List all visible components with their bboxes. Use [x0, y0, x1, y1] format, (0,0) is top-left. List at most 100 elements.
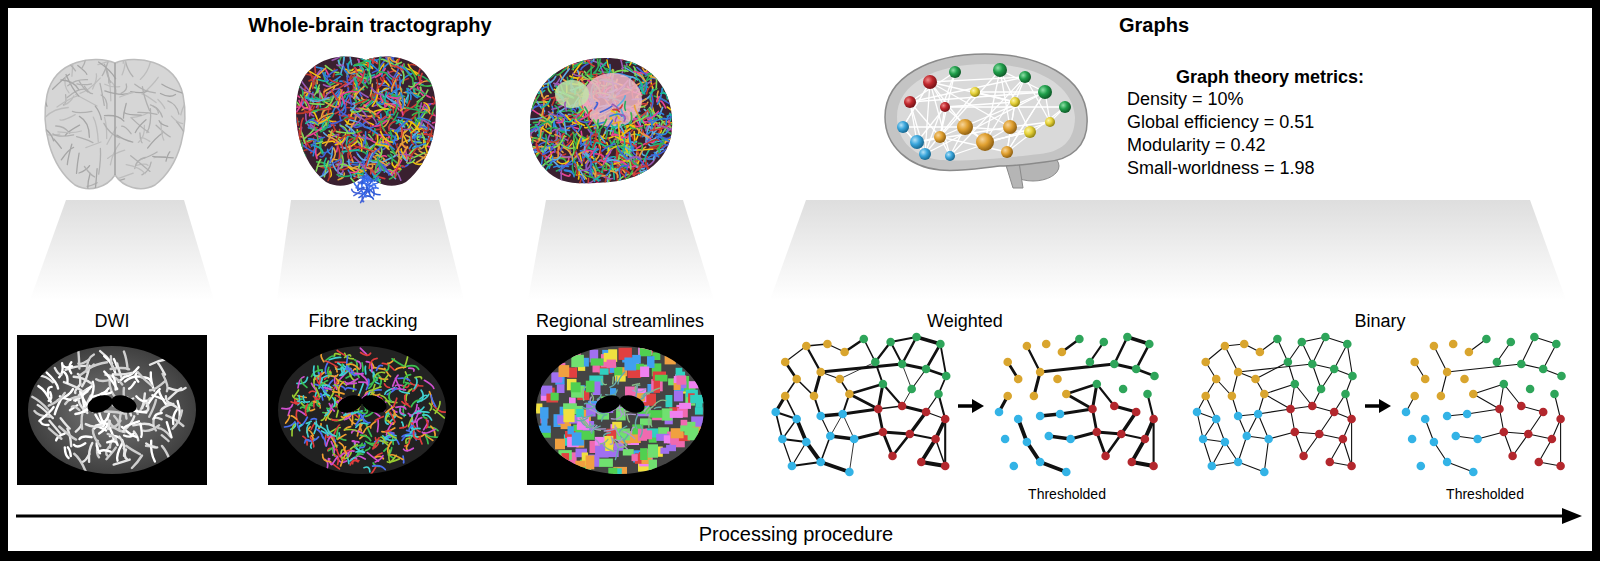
streamline: [571, 56, 574, 70]
streamline: [542, 101, 544, 116]
streamline: [540, 121, 549, 125]
white-matter-strand: [61, 418, 70, 428]
white-matter-strand: [40, 421, 48, 425]
streamline: [536, 141, 538, 151]
streamline: [608, 150, 612, 157]
streamline: [348, 88, 352, 105]
streamline: [371, 190, 380, 195]
streamline: [661, 93, 668, 99]
streamline: [543, 147, 555, 155]
streamline: [611, 171, 618, 178]
streamline: [655, 76, 657, 89]
white-matter-strand: [113, 373, 132, 375]
slice-brain: [278, 346, 446, 474]
streamline: [576, 119, 585, 125]
streamline: [424, 134, 440, 141]
white-matter-strand: [167, 422, 172, 437]
streamline: [559, 158, 566, 162]
streamline: [328, 168, 330, 181]
streamline: [338, 161, 341, 174]
streamline: [615, 137, 628, 142]
white-matter: [32, 351, 185, 472]
streamline: [299, 150, 307, 156]
white-matter-strand: [74, 443, 85, 446]
streamline: [633, 160, 638, 165]
white-matter-strand: [38, 386, 50, 402]
streamline: [623, 139, 625, 153]
streamline: [602, 144, 615, 151]
streamline: [522, 92, 534, 95]
gyrus-line: [68, 80, 88, 86]
brain-outline: [45, 60, 185, 189]
white-matter-strand: [78, 351, 79, 369]
streamline: [612, 125, 618, 127]
white-matter-strand: [140, 424, 141, 437]
streamline: [408, 160, 415, 164]
streamline: [368, 69, 371, 83]
streamline: [422, 127, 429, 131]
streamline: [363, 48, 364, 55]
streamline: [351, 103, 355, 111]
brain-edge: [925, 92, 1045, 154]
streamline: [347, 161, 364, 162]
streamline: [615, 167, 629, 172]
streamline: [367, 127, 378, 134]
white-matter-strand: [74, 377, 92, 384]
streamline: [304, 87, 305, 101]
gyrus-line: [120, 92, 135, 97]
streamline: [433, 122, 450, 124]
streamline: [525, 141, 532, 143]
streamline: [311, 98, 329, 102]
gyrus-line: [95, 169, 97, 193]
brain-node: [897, 121, 909, 133]
streamline: [337, 64, 343, 67]
brain-node: [945, 151, 955, 161]
streamline: [656, 131, 668, 135]
streamline: [376, 43, 385, 56]
gyrus-line: [53, 134, 74, 136]
white-matter-strand: [162, 435, 169, 441]
brain-node: [1003, 120, 1017, 134]
streamline: [659, 135, 670, 138]
streamline: [629, 135, 632, 150]
gyrus-line: [77, 137, 93, 143]
streamline: [644, 83, 647, 94]
streamline: [657, 89, 662, 105]
streamline: [427, 146, 441, 149]
gyrus-line: [135, 120, 146, 133]
streamline: [600, 160, 606, 162]
white-matter-strand: [55, 368, 62, 375]
white-matter-strand: [124, 421, 139, 427]
streamline: [585, 57, 595, 66]
streamline: [594, 154, 604, 158]
streamline: [313, 143, 315, 155]
gyrus-line: [95, 106, 101, 120]
gyrus-line: [104, 123, 120, 137]
streamline: [646, 156, 657, 160]
gyrus-line: [80, 78, 100, 93]
streamline: [576, 115, 589, 123]
streamline: [400, 67, 411, 75]
streamline: [345, 75, 358, 86]
white-matter-strand: [136, 396, 146, 401]
streamline: [559, 164, 572, 171]
brain-outline: [530, 58, 672, 183]
streamline: [528, 80, 542, 88]
brain-node: [993, 63, 1007, 77]
streamline: [318, 171, 329, 179]
streamline: [287, 128, 298, 138]
streamline: [605, 130, 613, 133]
streamline: [398, 97, 400, 104]
streamline: [336, 74, 342, 75]
streamline: [366, 181, 375, 184]
streamline: [565, 102, 567, 110]
streamline: [376, 134, 378, 144]
streamline: [349, 76, 355, 81]
gyrus-line: [142, 152, 157, 159]
streamline: [543, 135, 546, 150]
slice-brain: [28, 346, 196, 474]
white-matter-strand: [147, 389, 160, 406]
streamline: [594, 120, 599, 128]
gyrus-line: [156, 125, 170, 137]
streamline: [543, 70, 547, 81]
